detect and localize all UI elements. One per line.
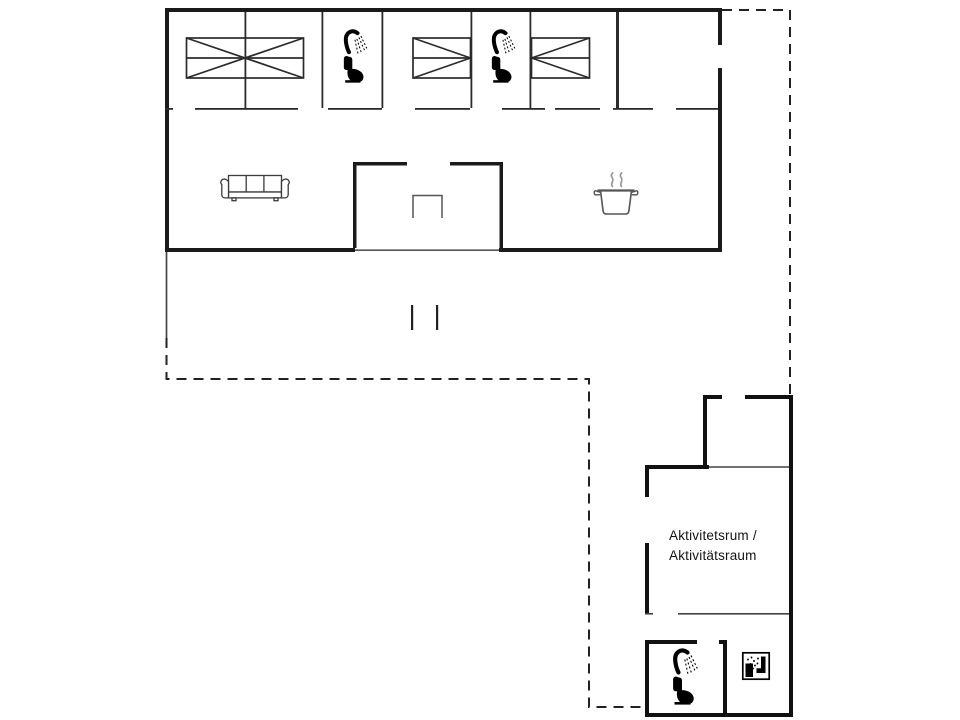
- wall-right-upper: [718, 8, 722, 45]
- double-bed-icon: [185, 37, 305, 79]
- interior-walls: [165, 12, 718, 110]
- wall-right-lower: [718, 68, 722, 252]
- annex-walls: [645, 395, 793, 717]
- shower-toilet-icon: [341, 29, 369, 85]
- sofa-icon: [220, 174, 290, 202]
- single-bed-icon: [530, 37, 591, 79]
- annex-thin-walls: [645, 466, 789, 615]
- shower-toilet-icon: [489, 29, 517, 85]
- wall-left: [165, 8, 169, 252]
- cooking-pot-icon: [593, 172, 639, 215]
- terrace-dashed-outline: [165, 9, 791, 708]
- wall-bottom-left: [165, 248, 355, 252]
- main-building-walls: [165, 8, 722, 252]
- washing-machine-icon: [741, 651, 771, 681]
- door-swing-icon: [412, 194, 443, 218]
- single-bed-icon: [412, 37, 472, 79]
- activity-room-label-line1: Aktivitetsrum /: [669, 528, 757, 543]
- entrance-vestibule-walls: [353, 162, 503, 248]
- activity-room-label: Aktivitetsrum / Aktivitätsraum: [669, 526, 757, 566]
- wall-top: [165, 8, 722, 12]
- steam-icon: [610, 172, 623, 188]
- bathroom-2-icons: [489, 29, 517, 85]
- wall-bottom-right: [499, 248, 722, 252]
- entrance-step-marks: [411, 305, 439, 330]
- shower-toilet-icon: [673, 650, 697, 704]
- annex-bathroom-icons: [673, 650, 697, 704]
- bathroom-1-icons: [341, 29, 369, 85]
- activity-room-label-line2: Aktivitätsraum: [669, 548, 757, 563]
